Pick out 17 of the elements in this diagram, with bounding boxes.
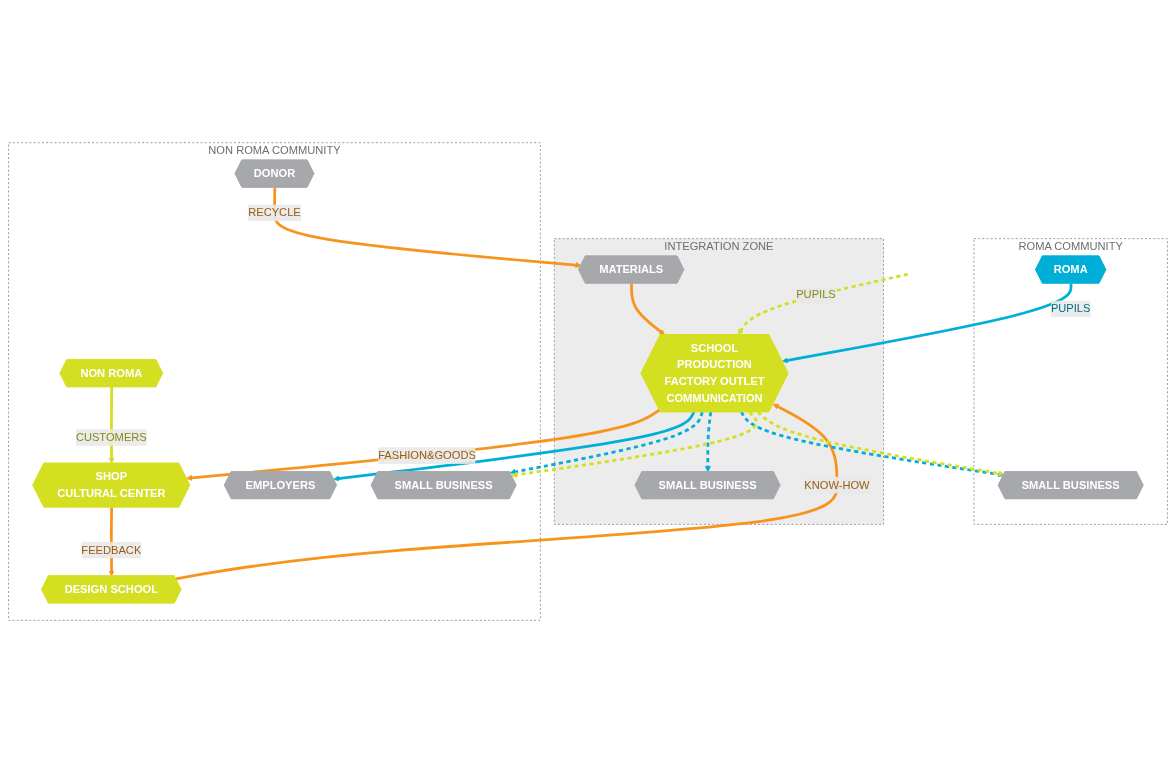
arrow bbox=[704, 411, 713, 473]
edge-label: FASHION&GOODS bbox=[378, 449, 476, 462]
arrow bbox=[782, 283, 1073, 364]
edge-label: FEEDBACK bbox=[81, 543, 142, 556]
edge-label: CUSTOMERS bbox=[75, 431, 147, 444]
arrow bbox=[273, 187, 582, 269]
arrow bbox=[333, 411, 696, 482]
arrow bbox=[511, 411, 758, 478]
edge-label: PUPILS bbox=[1050, 302, 1091, 315]
edge-label: KNOW-HOW bbox=[804, 478, 870, 491]
arrow bbox=[630, 283, 666, 336]
arrow bbox=[186, 408, 661, 481]
edge-label: RECYCLE bbox=[248, 206, 301, 219]
edge-label: PUPILS bbox=[796, 288, 836, 301]
arrow bbox=[175, 403, 839, 581]
arrow bbox=[509, 411, 704, 475]
arrow bbox=[738, 272, 909, 336]
